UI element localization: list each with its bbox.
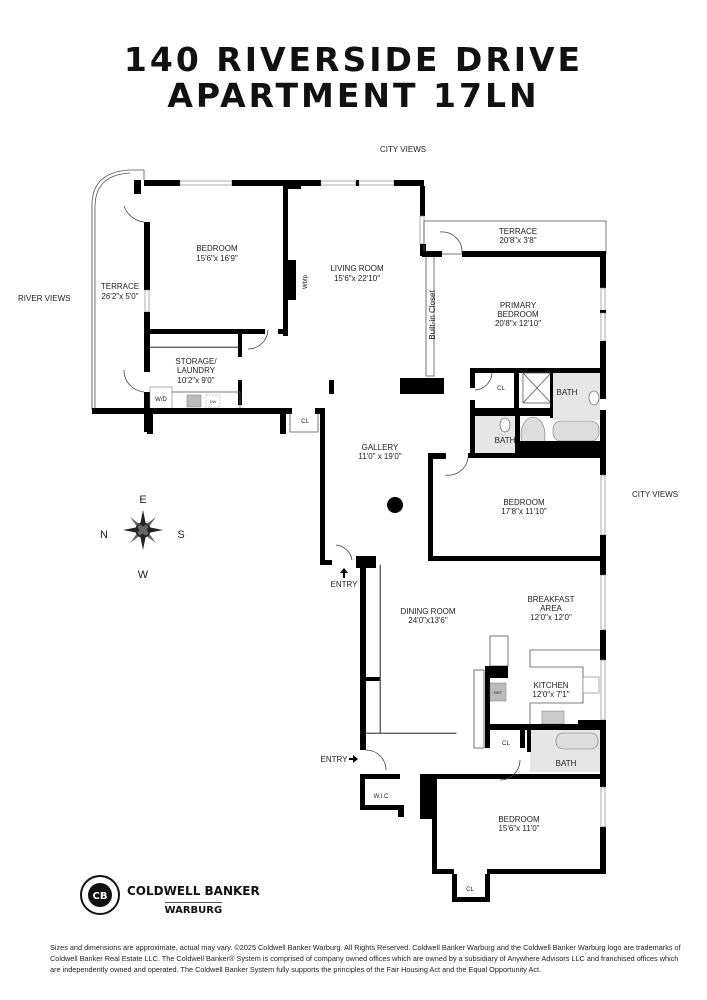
entry-label-2: ENTRY	[321, 755, 349, 764]
coldwell-banker-seal-logo: CB	[80, 875, 120, 915]
compass-n: N	[100, 529, 108, 541]
room-name-laundry: LAUNDRY	[177, 366, 216, 375]
title-line-1: 140 RIVERSIDE DRIVE	[123, 40, 584, 79]
closet-label-primary: CL	[497, 386, 505, 392]
room-name-storage: STORAGE/	[175, 357, 217, 366]
room-dims-dining: 24'0"x13'6"	[408, 616, 448, 625]
room-name-terrace-top: TERRACE	[499, 227, 537, 236]
view-label-left: RIVER VIEWS	[18, 294, 70, 303]
room-labels: BEDROOM 15'6"x 16'9" LIVING ROOM 15'6"x …	[101, 227, 578, 893]
room-name-primary-2: BEDROOM	[497, 310, 539, 319]
brand-name: COLDWELL BANKER	[127, 884, 260, 898]
bath-label-2: BATH	[495, 436, 516, 445]
closet-label-gallery: CL	[301, 419, 309, 425]
terrace-left-outline	[91, 169, 145, 410]
room-dims-bedroom-3: 15'6"x 11'0"	[498, 824, 539, 833]
room-dims-living: 15'6"x 22'10"	[334, 274, 380, 283]
dishwasher-label: DW	[210, 399, 217, 404]
room-dims-storage: 10'2"x 9'0"	[177, 376, 214, 385]
room-dims-bedroom-1: 15'6"x 16'9"	[196, 254, 238, 263]
view-label-right: CITY VIEWS	[632, 490, 678, 499]
room-name-gallery: GALLERY	[362, 443, 399, 452]
built-in-closet-label: Built-in Closet	[428, 290, 437, 340]
room-name-breakfast-2: AREA	[540, 604, 562, 613]
compass-s: S	[177, 529, 184, 541]
room-name-living: LIVING ROOM	[330, 264, 384, 273]
svg-text:CB: CB	[93, 891, 108, 902]
compass-w: W	[138, 569, 149, 581]
room-dims-bedroom-2: 17'8"x 11'10"	[501, 507, 547, 516]
room-name-dining: DINING ROOM	[400, 607, 455, 616]
entry-label-1: ENTRY	[331, 580, 359, 589]
room-dims-kitchen: 12'0"x 7'1"	[532, 690, 569, 699]
closet-label-hall: CL	[502, 741, 510, 747]
room-name-terrace-left: TERRACE	[101, 282, 139, 291]
washer-dryer-label: W/D	[155, 397, 167, 403]
room-name-bedroom-3: BEDROOM	[498, 815, 540, 824]
compass-e: E	[139, 494, 146, 506]
walk-in-closet-label: W.I.C	[374, 794, 389, 800]
disclaimer: Sizes and dimensions are approximate, ac…	[50, 943, 681, 974]
title-line-2: APARTMENT 17LN	[167, 76, 540, 115]
room-name-kitchen: KITCHEN	[533, 681, 568, 690]
room-name-bedroom-1: BEDROOM	[196, 244, 238, 253]
entry-arrow-icon-2	[349, 755, 358, 763]
view-label-top: CITY VIEWS	[380, 145, 426, 154]
room-name-primary-1: PRIMARY	[500, 301, 537, 310]
bath-label-3: BATH	[556, 759, 577, 768]
brand-office: WARBURG	[164, 902, 223, 916]
doors	[123, 205, 521, 781]
walls	[91, 169, 607, 902]
bath-label-primary: BATH	[557, 388, 578, 397]
entry-arrow-icon-1	[340, 568, 348, 578]
room-dims-terrace-left: 26'2"x 5'0"	[101, 292, 138, 301]
room-dims-breakfast: 12'0"x 12'0"	[530, 613, 572, 622]
room-dims-gallery: 11'0" x 19'0"	[358, 452, 401, 461]
wbfp-label: Wbfp	[303, 274, 309, 289]
compass-rose-icon: E N S W	[100, 494, 185, 581]
refrigerator-label: REF	[494, 690, 503, 695]
room-dims-terrace-top: 20'8"x 3'8"	[499, 236, 536, 245]
room-name-breakfast-1: BREAKFAST	[527, 595, 574, 604]
brand-logo: COLDWELL BANKER WARBURG	[127, 884, 260, 917]
closet-label-bedroom-3: CL	[466, 887, 474, 893]
room-dims-primary: 20'8"x 12'10"	[495, 319, 541, 328]
room-name-bedroom-2: BEDROOM	[503, 498, 545, 507]
